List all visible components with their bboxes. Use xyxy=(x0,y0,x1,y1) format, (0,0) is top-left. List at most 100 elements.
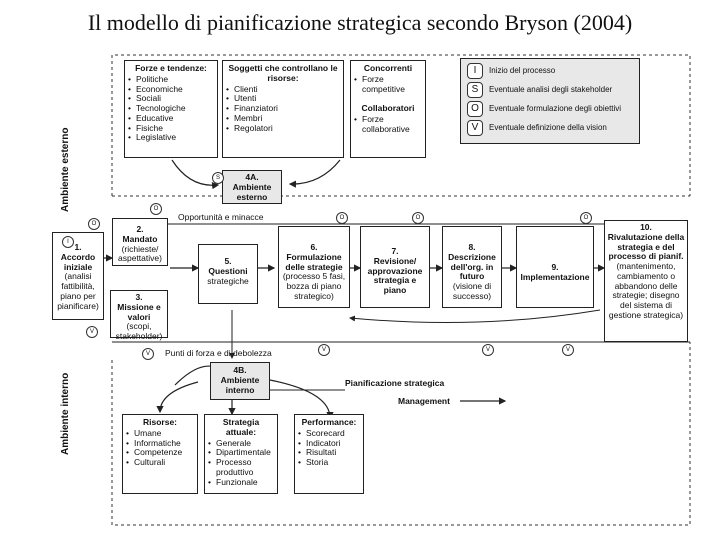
list-item: Forze collaborative xyxy=(354,114,422,135)
list-item: Legislative xyxy=(128,133,214,143)
step-number: 1. xyxy=(74,242,82,252)
list-item: Dipartimentale xyxy=(208,448,274,458)
list-item: Fisiche xyxy=(128,123,214,134)
step-title: Questioni xyxy=(208,265,248,276)
punti-label: Punti di forza e di debolezza xyxy=(165,348,272,358)
step-number: 4A. xyxy=(245,172,259,182)
risorse-box: Risorse: Umane Informatiche Competenze C… xyxy=(122,414,198,494)
step-title: Descrizione dell'org. in futuro xyxy=(448,251,496,282)
list-item: Clienti xyxy=(226,84,340,95)
step-title: Rivalutazione della strategia e del proc… xyxy=(607,231,685,262)
step-desc: (mantenimento, cambiamento o abbandono d… xyxy=(608,261,684,320)
step-4a-box: 4A. Ambiente esterno xyxy=(222,170,282,204)
legend-text: Eventuale definizione della vision xyxy=(489,122,607,132)
list-item: Politiche xyxy=(128,74,214,85)
legend-row: O Eventuale formulazione degli obiettivi xyxy=(463,99,637,118)
list-item: Utenti xyxy=(226,94,340,104)
step-number: 3. xyxy=(135,292,143,302)
opportunita-label: Opportunità e minacce xyxy=(178,212,264,222)
list-item: Indicatori xyxy=(298,438,360,449)
step-title: Implementazione xyxy=(520,271,590,282)
performance-box: Performance: Scorecard Indicatori Risult… xyxy=(294,414,364,494)
forze-title: Forze e tendenze: xyxy=(135,63,207,73)
collaboratori-title: Collaboratori xyxy=(361,103,415,114)
legend-text: Eventuale formulazione degli obiettivi xyxy=(489,103,622,113)
step-10-box: 10. Rivalutazione della strategia e del … xyxy=(604,220,688,342)
objectives-marker-icon: O xyxy=(412,212,424,224)
step-6-box: 6. Formulazione delle strategie (process… xyxy=(278,226,350,308)
vision-marker-icon: V xyxy=(86,326,98,338)
objectives-marker-icon: O xyxy=(336,212,348,224)
step-7-box: 7. Revisione/ approvazione strategia e p… xyxy=(360,226,430,308)
list-item: Risultati xyxy=(298,448,360,458)
step-number: 6. xyxy=(310,242,318,252)
forze-box: Forze e tendenze: Politiche Economiche S… xyxy=(124,60,218,158)
step-1-box: 1. Accordo iniziale (analisi fattibilità… xyxy=(52,232,104,320)
step-9-box: 9. Implementazione xyxy=(516,226,594,308)
soggetti-title: Soggetti che controllano le risorse: xyxy=(228,63,338,83)
vision-marker-icon: V xyxy=(482,344,494,356)
step-number: 4B. xyxy=(233,365,247,375)
list-item: Educative xyxy=(128,113,214,124)
page-title: Il modello di pianificazione strategica … xyxy=(87,10,633,35)
step-desc: (visione di successo) xyxy=(452,281,492,301)
list-item: Processo produttivo xyxy=(208,457,274,478)
step-title: Formulazione delle strategie xyxy=(285,251,343,272)
initiation-marker-icon: I xyxy=(62,236,74,248)
step-desc: (analisi fattibilità, piano per pianific… xyxy=(57,271,99,311)
step-desc: (scopi, stakeholder) xyxy=(115,321,163,342)
step-number: 7. xyxy=(391,246,399,256)
legend-icon: I xyxy=(467,62,483,79)
list-item: Tecnologiche xyxy=(128,103,214,114)
list-item: Competenze xyxy=(126,448,194,458)
list-item: Umane xyxy=(126,428,194,439)
list-item: Forze competitive xyxy=(354,74,422,95)
list-item: Membri xyxy=(226,113,340,124)
step-title: Accordo iniziale xyxy=(60,251,96,272)
legend-icon: O xyxy=(467,100,483,117)
vision-marker-icon: V xyxy=(318,344,330,356)
performance-title: Performance: xyxy=(301,417,357,427)
vision-marker-icon: V xyxy=(562,344,574,356)
step-number: 10. xyxy=(640,222,652,232)
list-item: Sociali xyxy=(128,94,214,104)
soggetti-box: Soggetti che controllano le risorse: Cli… xyxy=(222,60,344,158)
step-title: Ambiente esterno xyxy=(232,181,272,202)
legend-icon: V xyxy=(467,119,483,136)
step-title: Missione e valori xyxy=(117,301,161,322)
step-title: Ambiente interno xyxy=(220,374,260,395)
stakeholder-icon: S xyxy=(212,172,224,184)
step-desc: strategiche xyxy=(207,275,249,286)
internal-side-label: Ambiente interno xyxy=(60,372,71,455)
step-number: 9. xyxy=(551,262,559,272)
strategia-title: Strategia attuale: xyxy=(222,417,260,437)
step-desc: (richieste/ aspettative) xyxy=(118,243,162,264)
legend-text: Inizio del processo xyxy=(489,65,556,75)
external-side-label: Ambiente esterno xyxy=(60,127,71,212)
strategia-box: Strategia attuale: Generale Dipartimenta… xyxy=(204,414,278,494)
step-4b-box: 4B. Ambiente interno xyxy=(210,362,270,400)
step-5-box: 5. Questioni strategiche xyxy=(198,244,258,304)
list-item: Funzionale xyxy=(208,477,274,488)
list-item: Finanziatori xyxy=(226,103,340,114)
vision-marker-icon: O xyxy=(88,218,100,230)
step-desc: (processo 5 fasi, bozza di piano strateg… xyxy=(282,271,346,301)
step-3-box: 3. Missione e valori (scopi, stakeholder… xyxy=(110,290,168,341)
objectives-marker-icon: O xyxy=(150,203,162,215)
legend-text: Eventuale analisi degli stakeholder xyxy=(489,84,613,94)
list-item: Informatiche xyxy=(126,438,194,449)
concorrenti-title: Concorrenti xyxy=(363,63,413,73)
legend-row: V Eventuale definizione della vision xyxy=(463,118,637,137)
step-title: Revisione/ approvazione strategia e pian… xyxy=(367,255,423,296)
step-title: Mandato xyxy=(122,233,158,244)
objectives-marker-icon: O xyxy=(580,212,592,224)
concorrenti-box: Concorrenti Forze competitive Collaborat… xyxy=(350,60,426,158)
step-number: 5. xyxy=(224,256,232,266)
risorse-title: Risorse: xyxy=(142,417,177,427)
list-item: Regolatori xyxy=(226,123,340,134)
list-item: Storia xyxy=(298,457,360,468)
list-item: Culturali xyxy=(126,457,194,468)
step-2-box: 2. Mandato (richieste/ aspettative) xyxy=(112,218,168,266)
